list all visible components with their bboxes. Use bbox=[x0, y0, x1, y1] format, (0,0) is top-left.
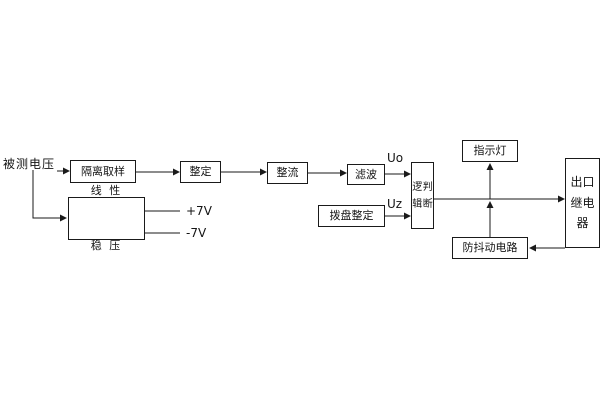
dial-setting-box: 拨盘整定 bbox=[318, 205, 385, 227]
linear-regulator-box: 线 性 稳 压 bbox=[68, 184, 145, 252]
wire-source-to-regulator bbox=[32, 170, 67, 222]
isolation-sampling-box: 隔离取样 bbox=[70, 160, 136, 183]
filter-box: 滤波 bbox=[347, 164, 385, 185]
setting-label: 整定 bbox=[189, 165, 212, 179]
minus-7v-label: -7V bbox=[186, 226, 207, 240]
logic-judgment-label-col2: 判断 bbox=[422, 181, 433, 210]
linear-regulator-label-line1: 线 性 bbox=[90, 184, 123, 198]
anti-jitter-circuit-label: 防抖动电路 bbox=[462, 241, 518, 255]
logic-judgment-label-col1: 逻辑 bbox=[412, 181, 423, 210]
linear-regulator-label-line2: 稳 压 bbox=[90, 238, 123, 252]
setting-box: 整定 bbox=[180, 161, 221, 183]
output-relay-label: 出口继电器 bbox=[570, 175, 595, 231]
rectifier-box: 整流 bbox=[267, 162, 308, 184]
uz-signal-label: Uz bbox=[387, 197, 403, 211]
anti-jitter-circuit-box: 防抖动电路 bbox=[452, 237, 528, 259]
plus-7v-label: +7V bbox=[186, 204, 212, 218]
dial-setting-label: 拨盘整定 bbox=[329, 209, 374, 223]
indicator-light-box: 指示灯 bbox=[462, 140, 518, 162]
rectifier-label: 整流 bbox=[276, 166, 299, 180]
filter-label: 滤波 bbox=[355, 167, 377, 181]
measured-voltage-label: 被测电压 bbox=[3, 157, 56, 171]
logic-judgment-box: 逻辑 判断 bbox=[411, 162, 434, 229]
indicator-light-label: 指示灯 bbox=[473, 144, 507, 158]
uo-signal-label: Uo bbox=[387, 151, 404, 165]
output-relay-box: 出口继电器 bbox=[565, 158, 600, 248]
isolation-sampling-label: 隔离取样 bbox=[81, 164, 125, 178]
